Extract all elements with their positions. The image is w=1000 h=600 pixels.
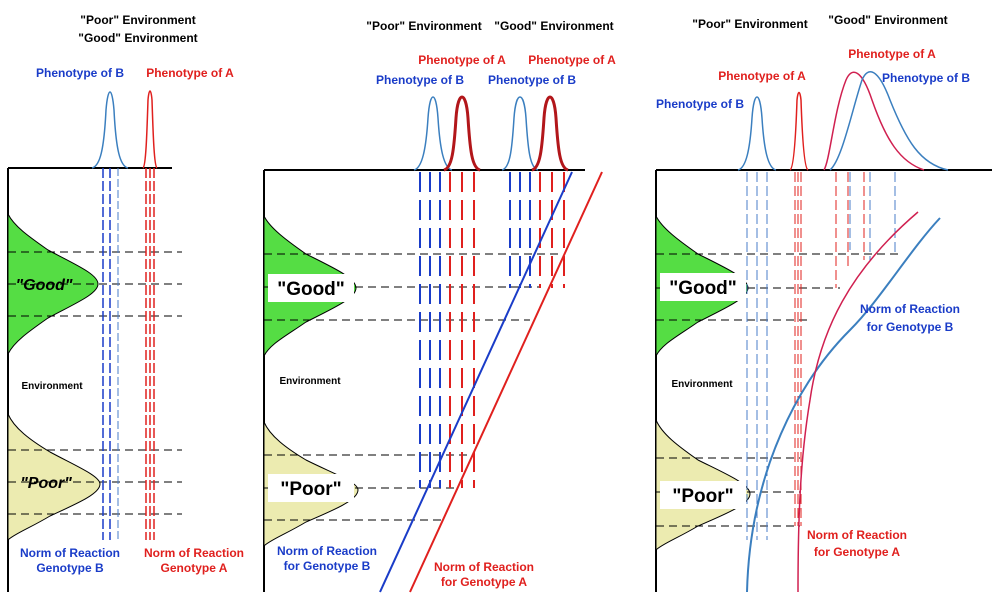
panel-3-norm-b-line1: Norm of Reaction — [860, 302, 960, 316]
panel-2-norm-a-line — [409, 171, 603, 593]
panel-3-poor-label: "Poor" — [672, 486, 733, 507]
panel-1-norm-b-line1: Norm of Reaction — [20, 546, 120, 560]
panel-3-phenotype-a-label-1: Phenotype of A — [718, 69, 806, 83]
panel-1-poor-environment-curve — [7, 413, 101, 542]
panel-3-norm-a-curve — [797, 211, 919, 593]
panel-3-norm-a-line1: Norm of Reaction — [807, 528, 907, 542]
panel-2-environment-label: Environment — [279, 376, 341, 387]
panel-3-good-label: "Good" — [669, 278, 737, 299]
panel-3-environment-label: Environment — [671, 379, 733, 390]
panel-3-norm-b-curve — [746, 217, 941, 593]
panel-2: "Poor" Environment "Good" Environment Ph… — [263, 19, 616, 593]
panel-2-norm-a-line2: for Genotype A — [441, 575, 528, 589]
panel-3-phenotype-b-curve-good — [829, 71, 949, 171]
panel-3-phenotype-b-label-2: Phenotype of B — [882, 71, 970, 85]
panel-2-poor-label: "Poor" — [280, 479, 341, 500]
panel-3-phenotype-a-label-2: Phenotype of A — [848, 47, 936, 61]
panel-1-poor-env-label: "Poor" Environment — [80, 13, 195, 27]
panel-3-phenotype-a-curve-good — [823, 71, 925, 171]
panel-1-environment-label: Environment — [21, 381, 83, 392]
panel-2-phenotype-a-curve-good — [531, 95, 569, 172]
panel-1-good-env-label: "Good" Environment — [78, 31, 197, 45]
panel-2-phenotype-a-label-2: Phenotype of A — [528, 53, 616, 67]
panel-3-phenotype-b-label-1: Phenotype of B — [656, 97, 744, 111]
panel-3-phenotype-b-curve-poor — [737, 96, 777, 171]
panel-1-phenotype-a-curve — [142, 90, 158, 169]
panel-2-poor-label-bg — [268, 474, 354, 502]
panel-3-good-label-bg — [660, 273, 746, 301]
panel-2-norm-b-line — [379, 171, 573, 593]
panel-2-norm-b-line1: Norm of Reaction — [277, 544, 377, 558]
panel-2-good-label: "Good" — [277, 279, 345, 300]
panel-3: "Poor" Environment "Good" Environment Ph… — [655, 13, 992, 593]
panel-1-norm-a-line1: Norm of Reaction — [144, 546, 244, 560]
panel-3-good-env-label: "Good" Environment — [828, 13, 947, 27]
panel-1-norm-b-line2: Genotype B — [36, 561, 104, 575]
panel-2-phenotype-a-curve-poor — [443, 95, 481, 172]
panel-1-poor-label: "Poor" — [20, 475, 72, 492]
panel-1-phenotype-b-curve — [91, 91, 129, 169]
panel-2-good-env-label: "Good" Environment — [494, 19, 613, 33]
panel-1-norm-a-line2: Genotype A — [161, 561, 228, 575]
panel-1-phenotype-a-label: Phenotype of A — [146, 66, 234, 80]
panel-3-poor-label-bg — [660, 481, 746, 509]
panel-2-phenotype-b-label-1: Phenotype of B — [376, 73, 464, 87]
panel-3-norm-b-line2: for Genotype B — [867, 320, 954, 334]
panel-2-phenotype-a-label-1: Phenotype of A — [418, 53, 506, 67]
panel-2-norm-a-line1: Norm of Reaction — [434, 560, 534, 574]
panel-2-phenotype-b-curve-poor — [413, 96, 453, 171]
panel-1: "Poor" Environment "Good" Environment Ph… — [7, 13, 244, 592]
panel-1-phenotype-b-label: Phenotype of B — [36, 66, 124, 80]
panel-3-norm-a-line2: for Genotype A — [814, 545, 901, 559]
panel-3-poor-env-label: "Poor" Environment — [692, 17, 807, 31]
panel-2-phenotype-b-label-2: Phenotype of B — [488, 73, 576, 87]
panel-2-phenotype-b-curve-good — [501, 96, 539, 171]
panel-2-norm-b-line2: for Genotype B — [284, 559, 371, 573]
panel-2-poor-env-label: "Poor" Environment — [366, 19, 481, 33]
panel-1-good-label: "Good" — [16, 277, 73, 294]
panel-3-phenotype-a-curve-poor — [789, 91, 809, 171]
panel-2-good-label-bg — [268, 274, 354, 302]
